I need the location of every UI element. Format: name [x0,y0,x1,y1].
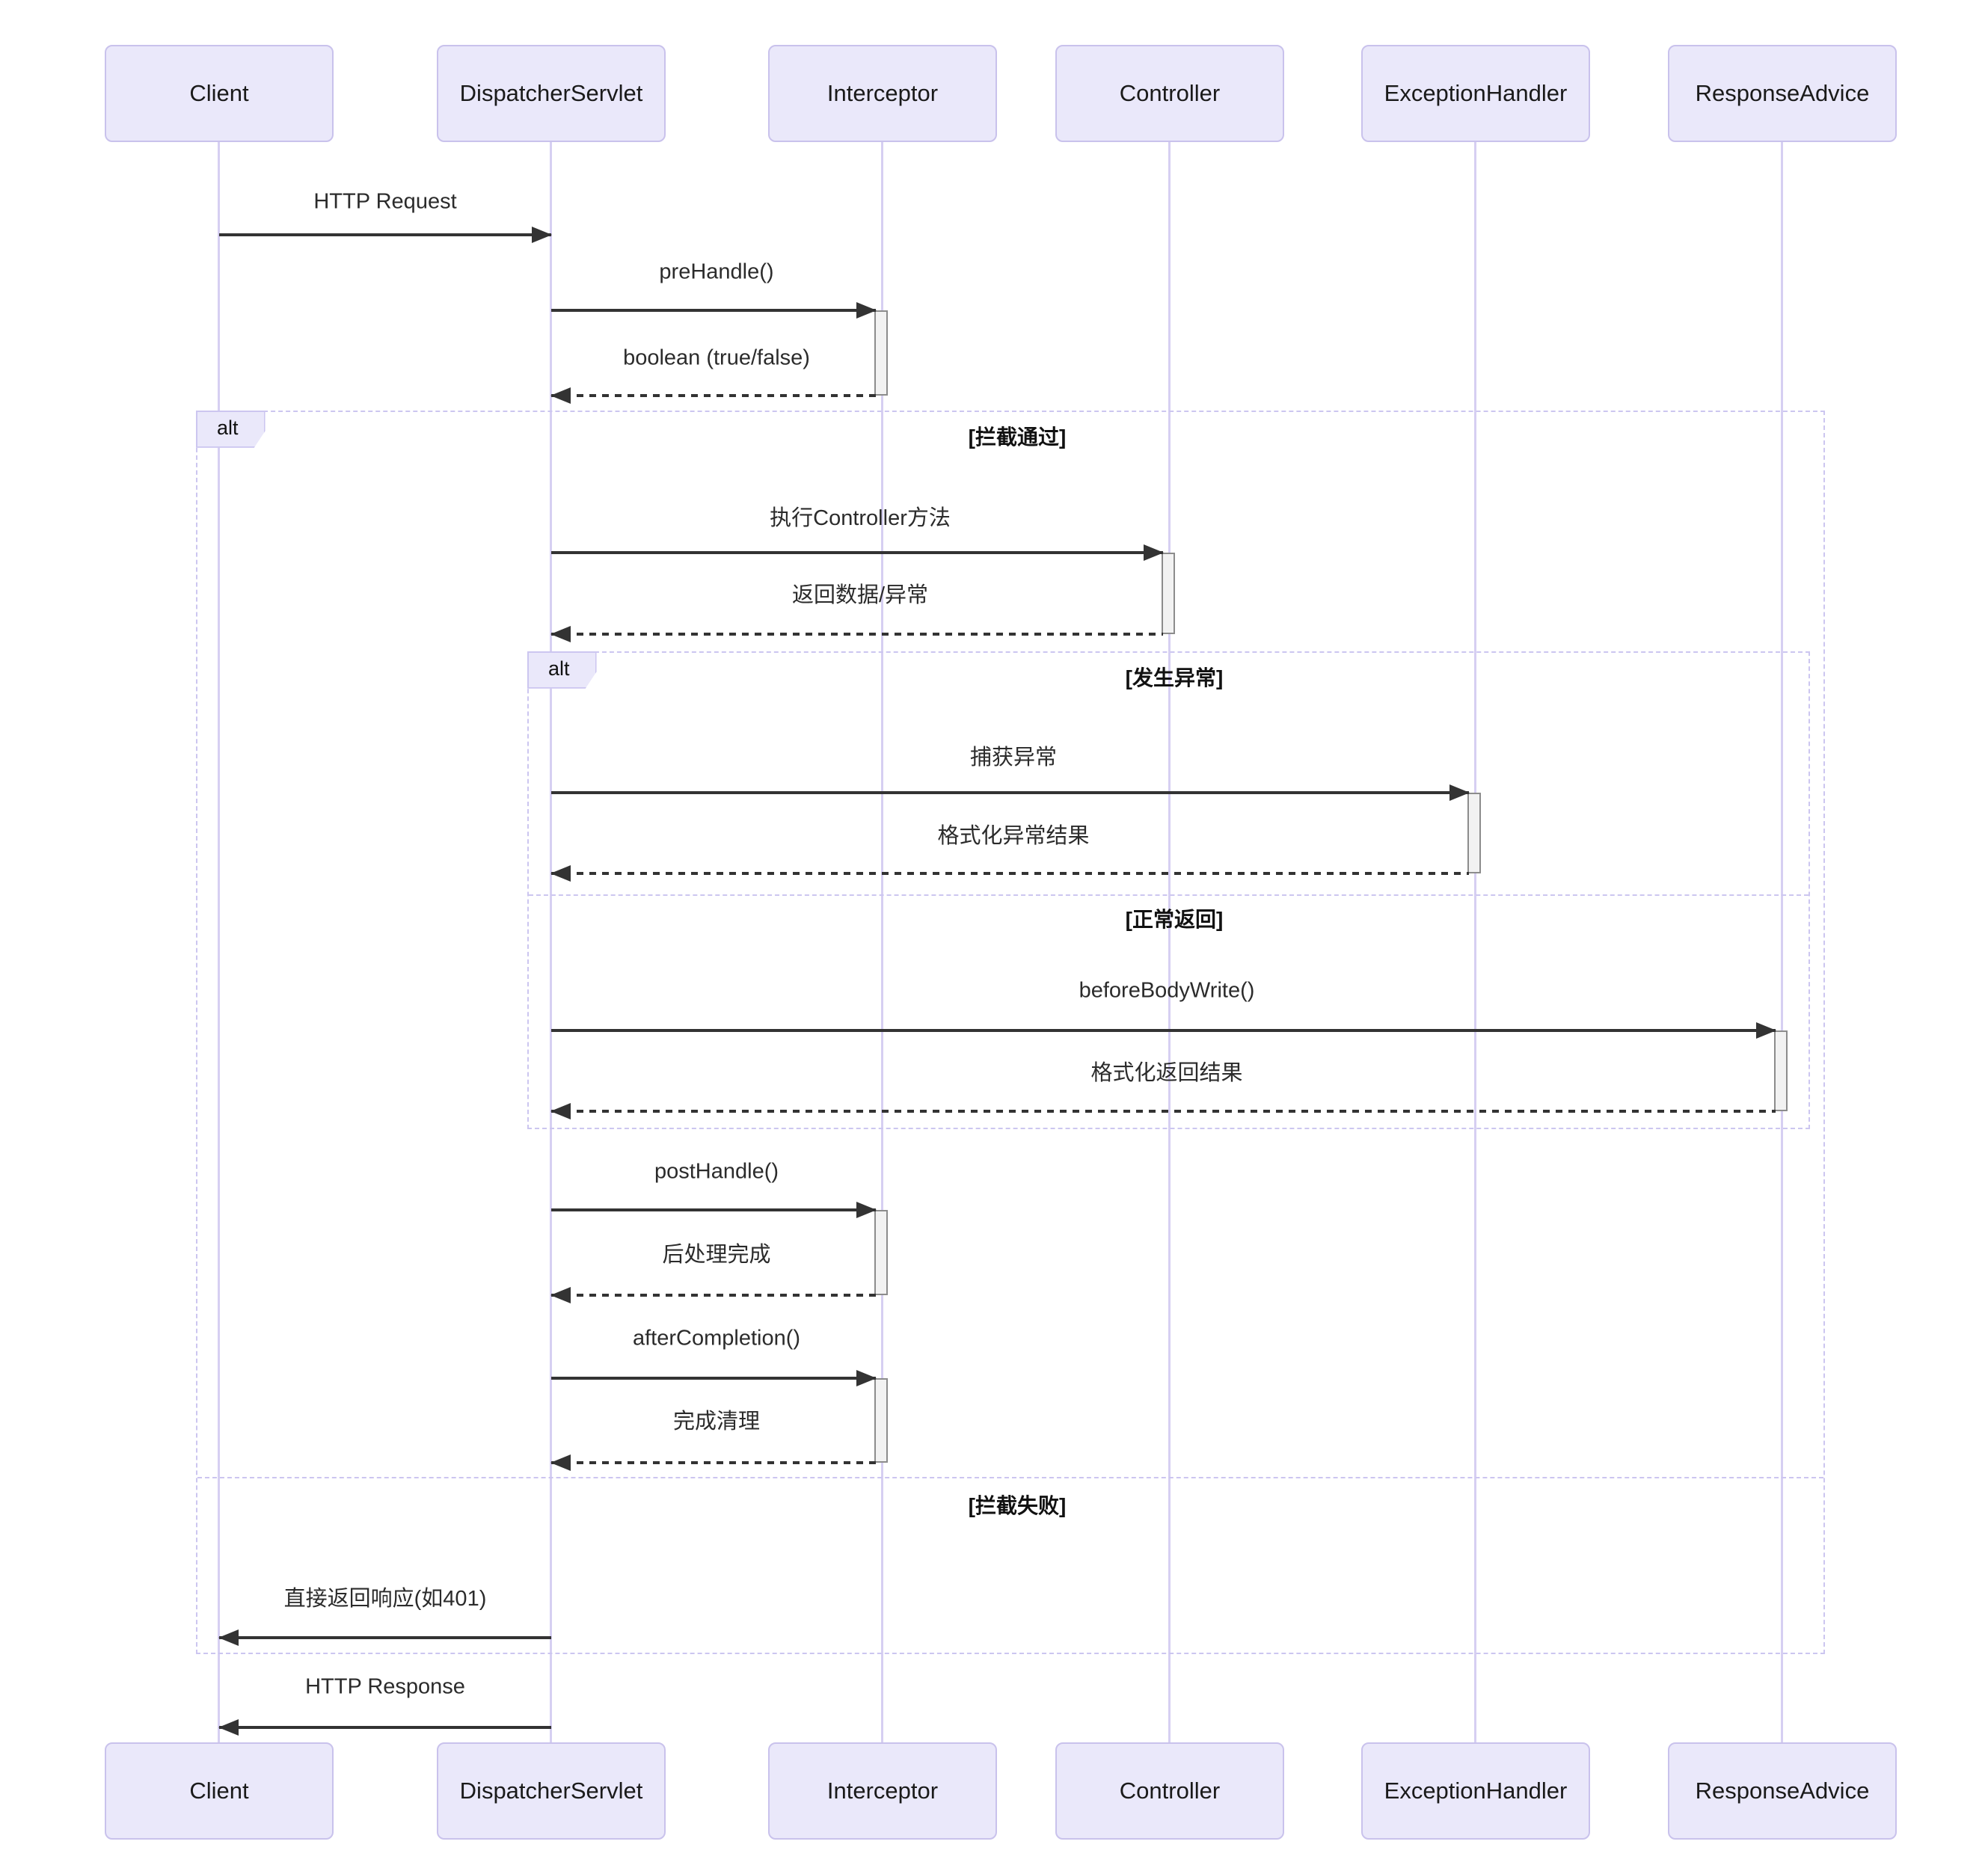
activation-interceptor-posthandle [874,1210,888,1295]
message-label-invoke-controller: 执行Controller方法 [770,506,951,530]
alt-frame-inner-divider [529,894,1808,896]
alt-outer-condition-fail: [拦截失败] [968,1494,1067,1517]
message-label-format-return-result: 格式化返回结果 [1090,1061,1243,1085]
arrowhead-right-icon [856,1202,877,1218]
participant-interceptor-bottom: Interceptor [768,1742,997,1840]
alt-frame-outer-divider [197,1477,1823,1478]
message-arrow-postprocess-done [550,1287,876,1303]
message-arrow-posthandle [551,1202,877,1218]
message-arrow-http-request [219,227,552,243]
message-label-prehandle: preHandle() [659,259,774,284]
arrowhead-right-icon [1144,544,1164,561]
participant-responseadvice-bottom: ResponseAdvice [1668,1742,1897,1840]
activation-controller [1162,553,1175,634]
participant-dispatcherservlet-top: DispatcherServlet [437,45,666,142]
arrowhead-left-icon [550,626,571,642]
message-arrow-format-exception-result [550,865,1469,882]
arrowhead-right-icon [856,1370,877,1386]
participant-client-bottom: Client [105,1742,334,1840]
lifeline-client [218,142,220,1742]
lifeline-interceptor [881,142,883,1742]
arrowhead-left-icon [550,1287,571,1303]
arrowhead-left-icon [550,1454,571,1471]
lifeline-exceptionhandler [1474,142,1476,1742]
arrowhead-left-icon [550,387,571,404]
participant-interceptor-top: Interceptor [768,45,997,142]
arrowhead-right-icon [856,302,877,319]
message-arrow-return-data-exception [550,626,1163,642]
participant-client-top: Client [105,45,334,142]
message-label-boolean-return: boolean (true/false) [623,345,810,370]
message-arrow-invoke-controller [551,544,1164,561]
participant-exceptionhandler-top: ExceptionHandler [1361,45,1590,142]
alt-frame-outer-operator: alt [196,411,266,448]
participant-dispatcherservlet-bottom: DispatcherServlet [437,1742,666,1840]
activation-responseadvice [1774,1030,1788,1111]
message-arrow-cleanup-done [550,1454,876,1471]
arrowhead-left-icon [218,1629,239,1646]
message-arrow-format-return-result [550,1103,1776,1119]
message-label-beforebodywrite: beforeBodyWrite() [1079,978,1255,1003]
arrowhead-left-icon [550,865,571,882]
participant-controller-top: Controller [1055,45,1284,142]
message-label-http-request: HTTP Request [313,189,457,214]
activation-exceptionhandler [1467,793,1481,873]
arrowhead-right-icon [1449,784,1470,801]
message-arrow-boolean-return [550,387,876,404]
alt-frame-inner-operator: alt [527,651,597,689]
participant-exceptionhandler-bottom: ExceptionHandler [1361,1742,1590,1840]
message-arrow-aftercompletion [551,1370,877,1386]
alt-inner-condition-normal: [正常返回] [1125,908,1224,931]
message-arrow-prehandle [551,302,877,319]
message-label-direct-response-401: 直接返回响应(如401) [283,1587,487,1611]
message-arrow-http-response [218,1719,551,1736]
message-arrow-direct-response-401 [218,1629,551,1646]
alt-outer-condition-pass: [拦截通过] [968,425,1067,449]
arrowhead-right-icon [1756,1022,1776,1039]
lifeline-dispatcherservlet [550,142,552,1742]
message-label-cleanup-done: 完成清理 [672,1410,761,1434]
activation-interceptor-prehandle [874,310,888,396]
message-label-posthandle: postHandle() [654,1159,779,1184]
message-label-postprocess-done: 后处理完成 [662,1243,771,1267]
message-arrow-beforebodywrite [551,1022,1776,1039]
activation-interceptor-aftercompletion [874,1378,888,1463]
alt-frame-outer [196,411,1825,1654]
message-label-format-exception-result: 格式化异常结果 [937,824,1090,848]
participant-responseadvice-top: ResponseAdvice [1668,45,1897,142]
lifeline-responseadvice [1781,142,1783,1742]
message-label-return-data-exception: 返回数据/异常 [791,583,929,607]
arrowhead-left-icon [218,1719,239,1736]
message-label-http-response: HTTP Response [305,1674,465,1699]
alt-inner-condition-exception: [发生异常] [1125,666,1224,689]
message-label-catch-exception: 捕获异常 [969,746,1058,769]
arrowhead-left-icon [550,1103,571,1119]
alt-frame-inner [527,651,1810,1129]
message-label-aftercompletion: afterCompletion() [632,1326,801,1351]
participant-controller-bottom: Controller [1055,1742,1284,1840]
arrowhead-right-icon [532,227,552,243]
lifeline-controller [1168,142,1171,1742]
message-arrow-catch-exception [551,784,1470,801]
